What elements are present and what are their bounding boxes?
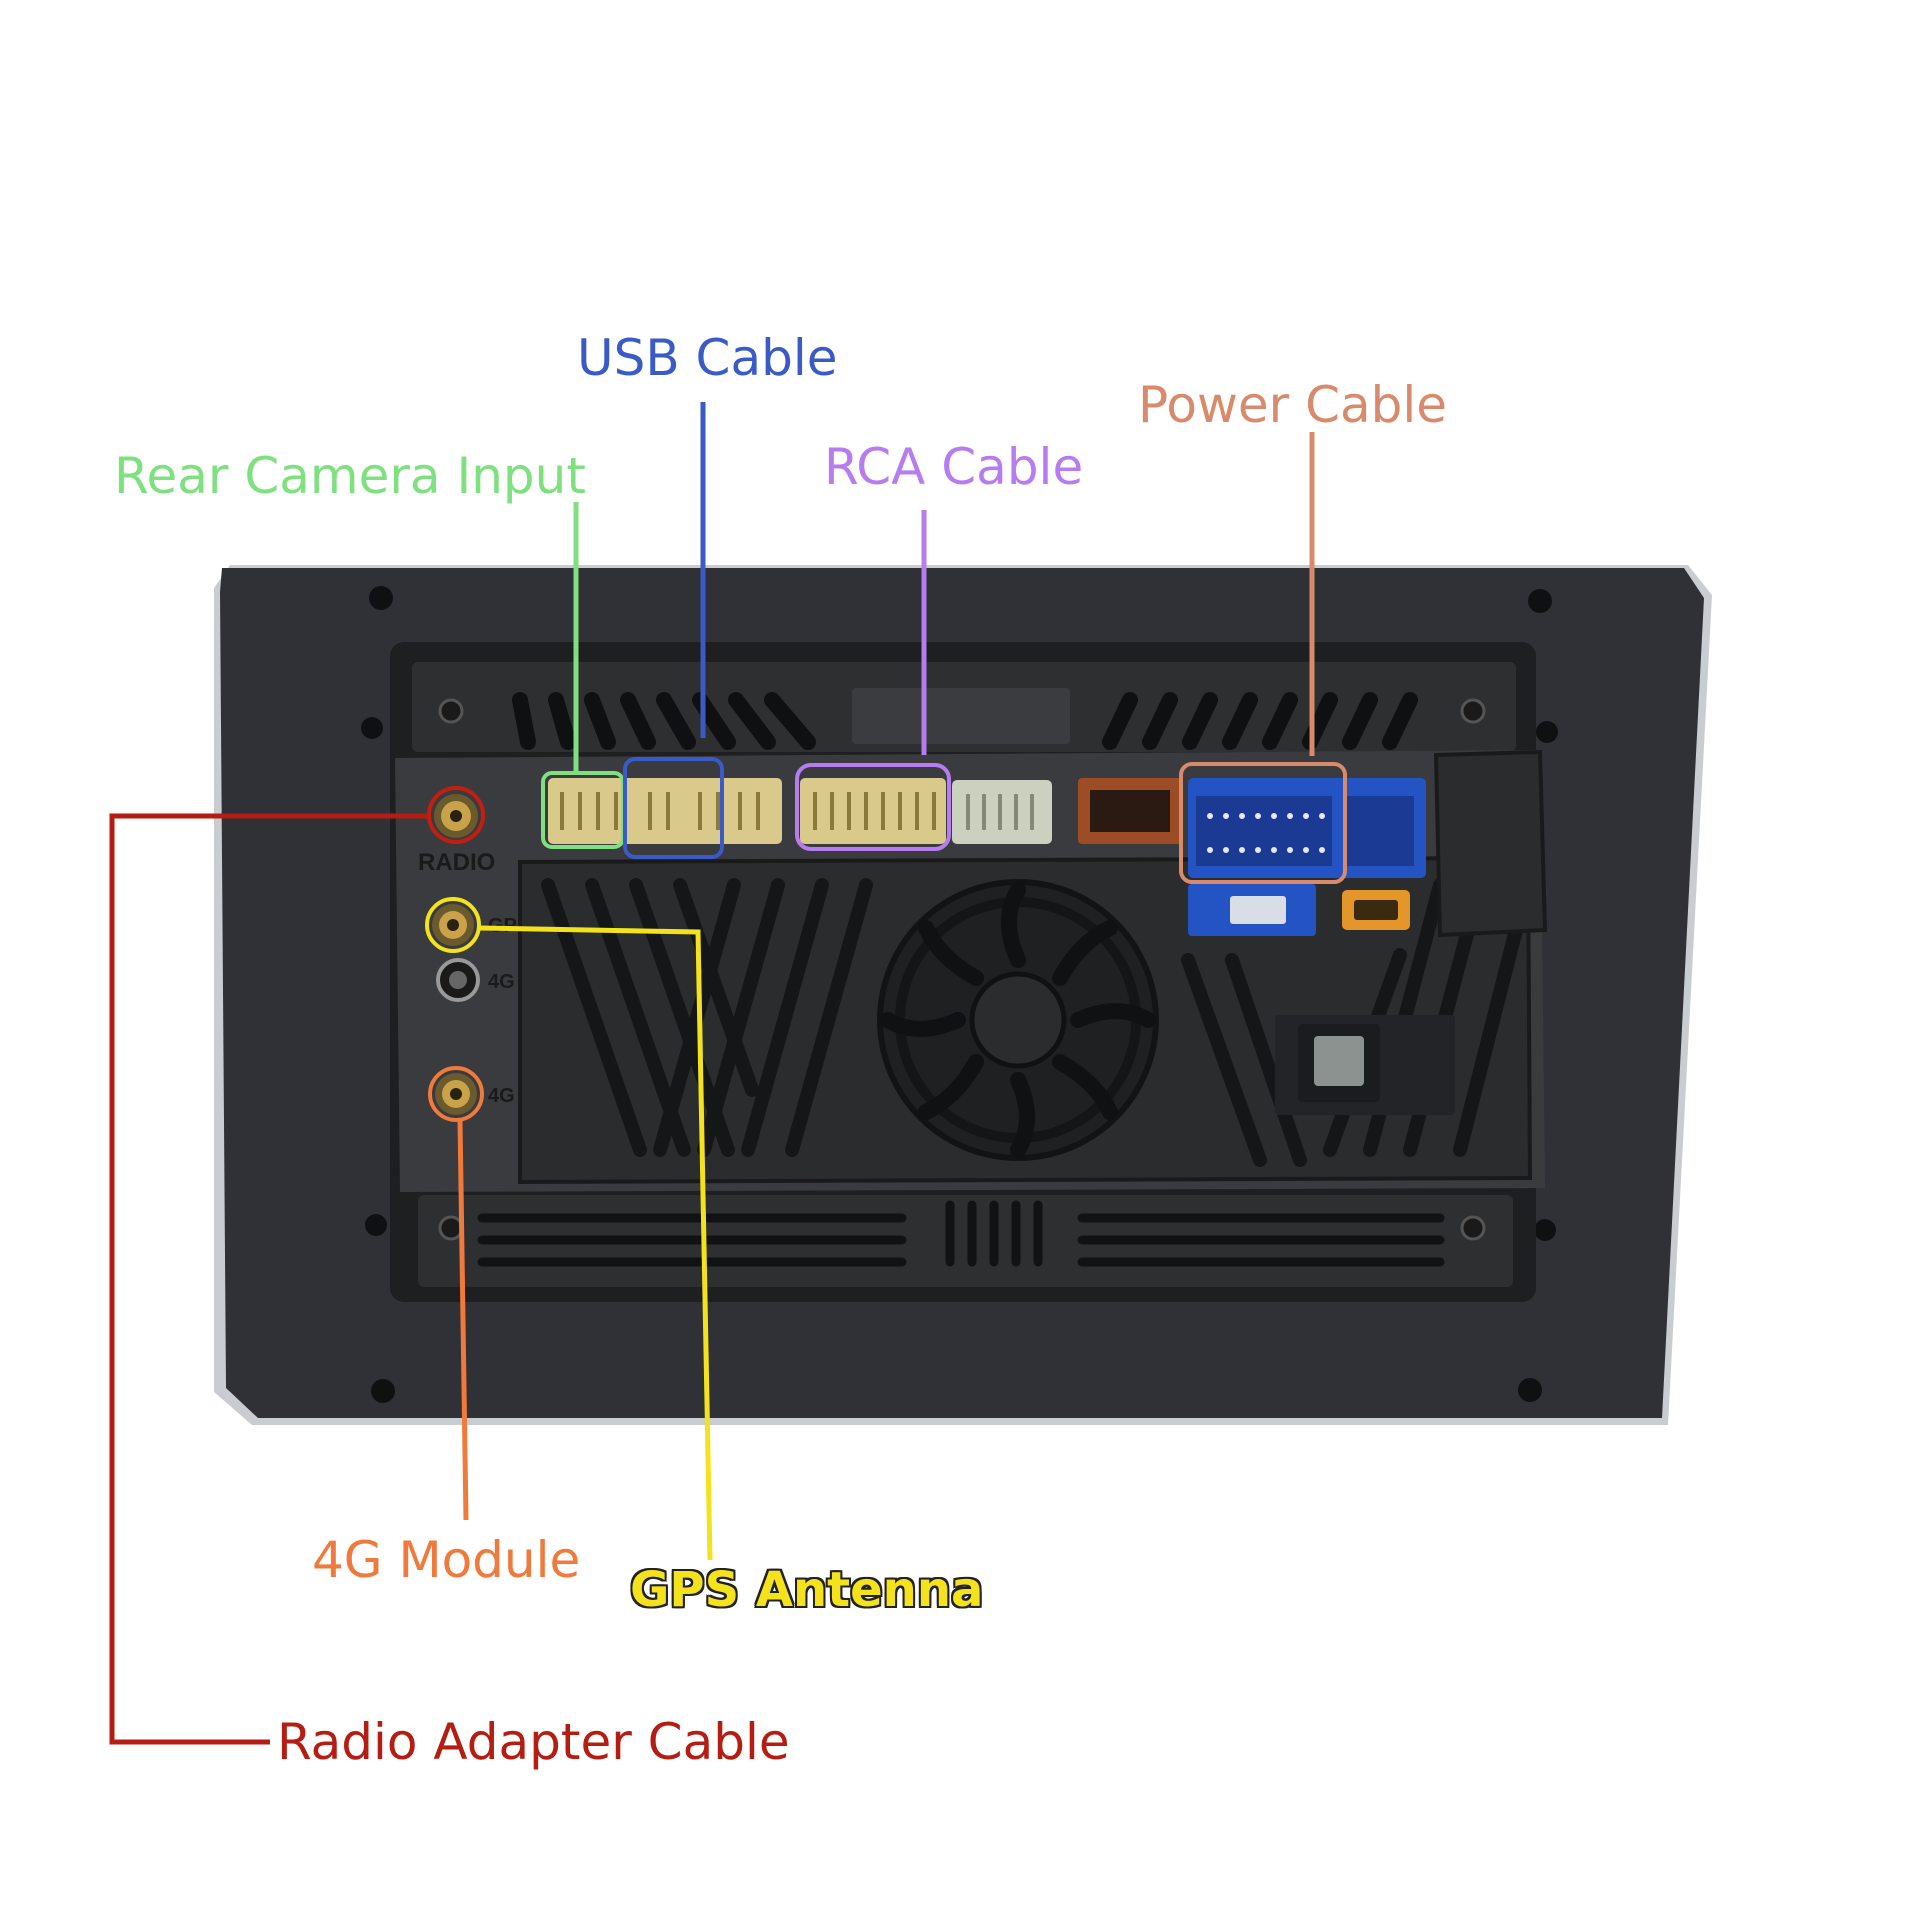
radio-highlight [427,786,485,844]
antenna-port-4g-lower [435,1073,477,1115]
highlight-boxes [425,757,1347,1122]
connector-brown [1078,778,1182,844]
gps-leader [479,925,713,1561]
connector-cream-1 [548,778,782,844]
fourg-lower-port-label: 4G [488,1085,515,1107]
leader-lines [109,402,1315,1745]
connector-light [952,780,1052,844]
top-vents [512,692,1418,750]
connector-blue [1188,778,1426,878]
gps-antenna-label: GPS Antenna [630,1562,984,1618]
cooling-fan [877,879,1159,1161]
power-highlight [1179,762,1347,884]
rear-camera-input-label: Rear Camera Input [114,447,586,505]
connector-cream-2 [800,778,946,844]
usb-highlight [623,757,724,859]
connector-blue-lower [1188,884,1316,936]
antenna-port-gps [432,904,474,946]
fourg-module-label: 4G Module [312,1531,581,1589]
radio-adapter-cable-label: Radio Adapter Cable [277,1713,790,1771]
power-bracket [1433,749,1548,938]
gps-highlight [425,897,481,953]
power-cable-label: Power Cable [1138,376,1448,434]
connector-orange [1342,890,1410,930]
antenna-port-4g-upper [436,958,480,1002]
bottom-slots [477,1200,1445,1267]
rca-highlight [795,763,951,851]
fourg-upper-port-label: 4G [488,971,515,993]
optical-port [1275,1015,1455,1115]
fourg-highlight [428,1066,484,1122]
chassis-screws [438,698,1486,1241]
antenna-port-radio [434,794,478,838]
usb-cable-label: USB Cable [577,329,838,387]
top-vent-plate [852,688,1070,744]
fourg-leader [457,1119,469,1521]
radio-port-label: RADIO [418,849,495,876]
radio-leader [109,813,428,1745]
rca-cable-label: RCA Cable [824,438,1084,496]
bezel-screws [361,586,1558,1403]
